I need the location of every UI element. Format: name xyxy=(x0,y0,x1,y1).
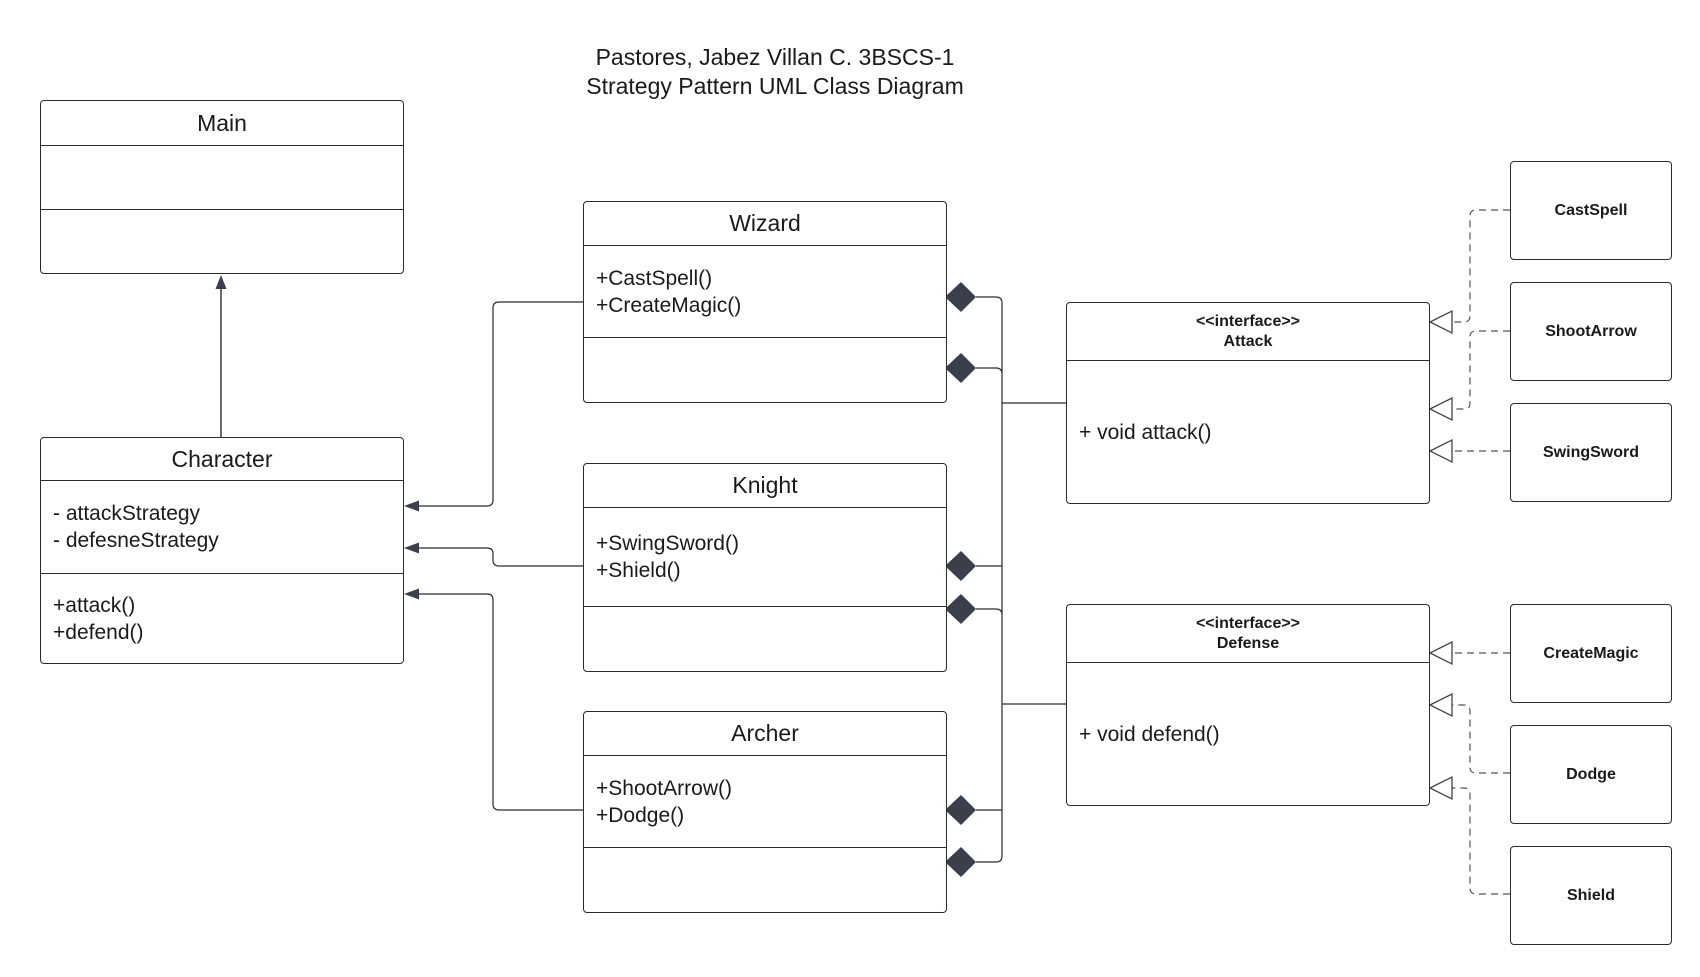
wizard-to-character-arrowhead xyxy=(404,500,419,512)
dodge-realization-line xyxy=(1452,704,1510,774)
class-main-name: Main xyxy=(41,101,403,146)
wizard-to-character-line xyxy=(416,301,583,507)
interface-attack-methods: + void attack() xyxy=(1067,361,1429,503)
wizard-create-magic: +CreateMagic() xyxy=(596,293,742,317)
impl-shield[interactable]: Shield xyxy=(1510,846,1672,945)
class-character-methods: +attack() +defend() xyxy=(41,574,403,663)
archer-attack-diamond xyxy=(945,795,976,825)
composition-lines xyxy=(976,296,1066,863)
impl-castspell[interactable]: CastSpell xyxy=(1510,161,1672,260)
class-knight[interactable]: Knight +SwingSword() +Shield() xyxy=(583,463,947,672)
shootarrow-realization-arrowhead xyxy=(1428,396,1453,422)
knight-to-character-arrowhead xyxy=(404,542,419,554)
class-wizard-name: Wizard xyxy=(584,202,946,246)
knight-defense-diamond xyxy=(945,594,976,624)
interface-defense-methods: + void defend() xyxy=(1067,663,1429,805)
createmagic-realization-arrowhead xyxy=(1428,640,1453,666)
wizard-attack-diamond xyxy=(945,282,976,312)
class-archer-attributes: +ShootArrow() +Dodge() xyxy=(584,756,946,848)
interface-attack[interactable]: <<interface>> Attack + void attack() xyxy=(1066,302,1430,504)
impl-shootarrow[interactable]: ShootArrow xyxy=(1510,282,1672,381)
wizard-defense-diamond xyxy=(945,353,976,383)
interface-defense-name: Defense xyxy=(1216,634,1280,652)
archer-dodge: +Dodge() xyxy=(596,803,685,827)
interface-defense-header: <<interface>> Defense xyxy=(1067,605,1429,663)
title-line-1: Pastores, Jabez Villan C. 3BSCS-1 xyxy=(595,44,955,70)
class-archer-methods xyxy=(584,848,946,912)
dodge-realization-arrowhead xyxy=(1428,692,1453,718)
title-line-2: Strategy Pattern UML Class Diagram xyxy=(586,73,964,99)
swingsword-realization-arrowhead xyxy=(1428,438,1453,464)
knight-shield: +Shield() xyxy=(596,559,681,582)
class-character-attributes: - attackStrategy - defesneStrategy xyxy=(41,481,403,574)
interface-defense[interactable]: <<interface>> Defense + void defend() xyxy=(1066,604,1430,806)
castspell-realization-line xyxy=(1452,209,1510,323)
wizard-cast-spell: +CastSpell() xyxy=(596,266,713,290)
attribute-defense-strategy: - defesneStrategy xyxy=(53,529,219,552)
method-void-attack: + void attack() xyxy=(1079,420,1212,444)
method-defend: +defend() xyxy=(53,620,144,644)
class-main[interactable]: Main xyxy=(40,100,404,274)
archer-to-character-line xyxy=(416,593,583,811)
interface-attack-stereotype: <<interface>> xyxy=(1195,312,1301,330)
shield-realization-line xyxy=(1452,787,1510,895)
archer-shoot-arrow: +ShootArrow() xyxy=(596,776,732,800)
diagram-title: Pastores, Jabez Villan C. 3BSCS-1 Strate… xyxy=(480,43,1070,101)
class-main-methods xyxy=(41,210,403,273)
shootarrow-realization-line xyxy=(1452,330,1510,410)
impl-dodge[interactable]: Dodge xyxy=(1510,725,1672,824)
archer-defense-diamond xyxy=(945,847,976,877)
class-knight-attributes: +SwingSword() +Shield() xyxy=(584,508,946,607)
interface-attack-header: <<interface>> Attack xyxy=(1067,303,1429,361)
impl-createmagic[interactable]: CreateMagic xyxy=(1510,604,1672,703)
interface-defense-stereotype: <<interface>> xyxy=(1195,614,1301,632)
castspell-realization-arrowhead xyxy=(1428,309,1453,335)
class-archer-name: Archer xyxy=(584,712,946,756)
knight-to-character-line xyxy=(416,547,583,567)
class-main-attributes xyxy=(41,146,403,210)
main-arrowhead xyxy=(215,275,227,289)
shield-realization-arrowhead xyxy=(1428,775,1453,801)
class-character-name: Character xyxy=(41,438,403,481)
class-archer[interactable]: Archer +ShootArrow() +Dodge() xyxy=(583,711,947,913)
knight-swing-sword: +SwingSword() xyxy=(596,532,739,555)
class-character[interactable]: Character - attackStrategy - defesneStra… xyxy=(40,437,404,664)
class-knight-methods xyxy=(584,607,946,671)
class-wizard[interactable]: Wizard +CastSpell() +CreateMagic() xyxy=(583,201,947,403)
class-knight-name: Knight xyxy=(584,464,946,508)
archer-to-character-arrowhead xyxy=(404,588,419,600)
class-wizard-attributes: +CastSpell() +CreateMagic() xyxy=(584,246,946,338)
class-wizard-methods xyxy=(584,338,946,402)
method-attack: +attack() xyxy=(53,593,136,617)
interface-attack-name: Attack xyxy=(1223,332,1273,350)
knight-attack-diamond xyxy=(945,551,976,581)
attribute-attack-strategy: - attackStrategy xyxy=(53,502,201,525)
impl-swingsword[interactable]: SwingSword xyxy=(1510,403,1672,502)
method-void-defend: + void defend() xyxy=(1079,722,1220,746)
